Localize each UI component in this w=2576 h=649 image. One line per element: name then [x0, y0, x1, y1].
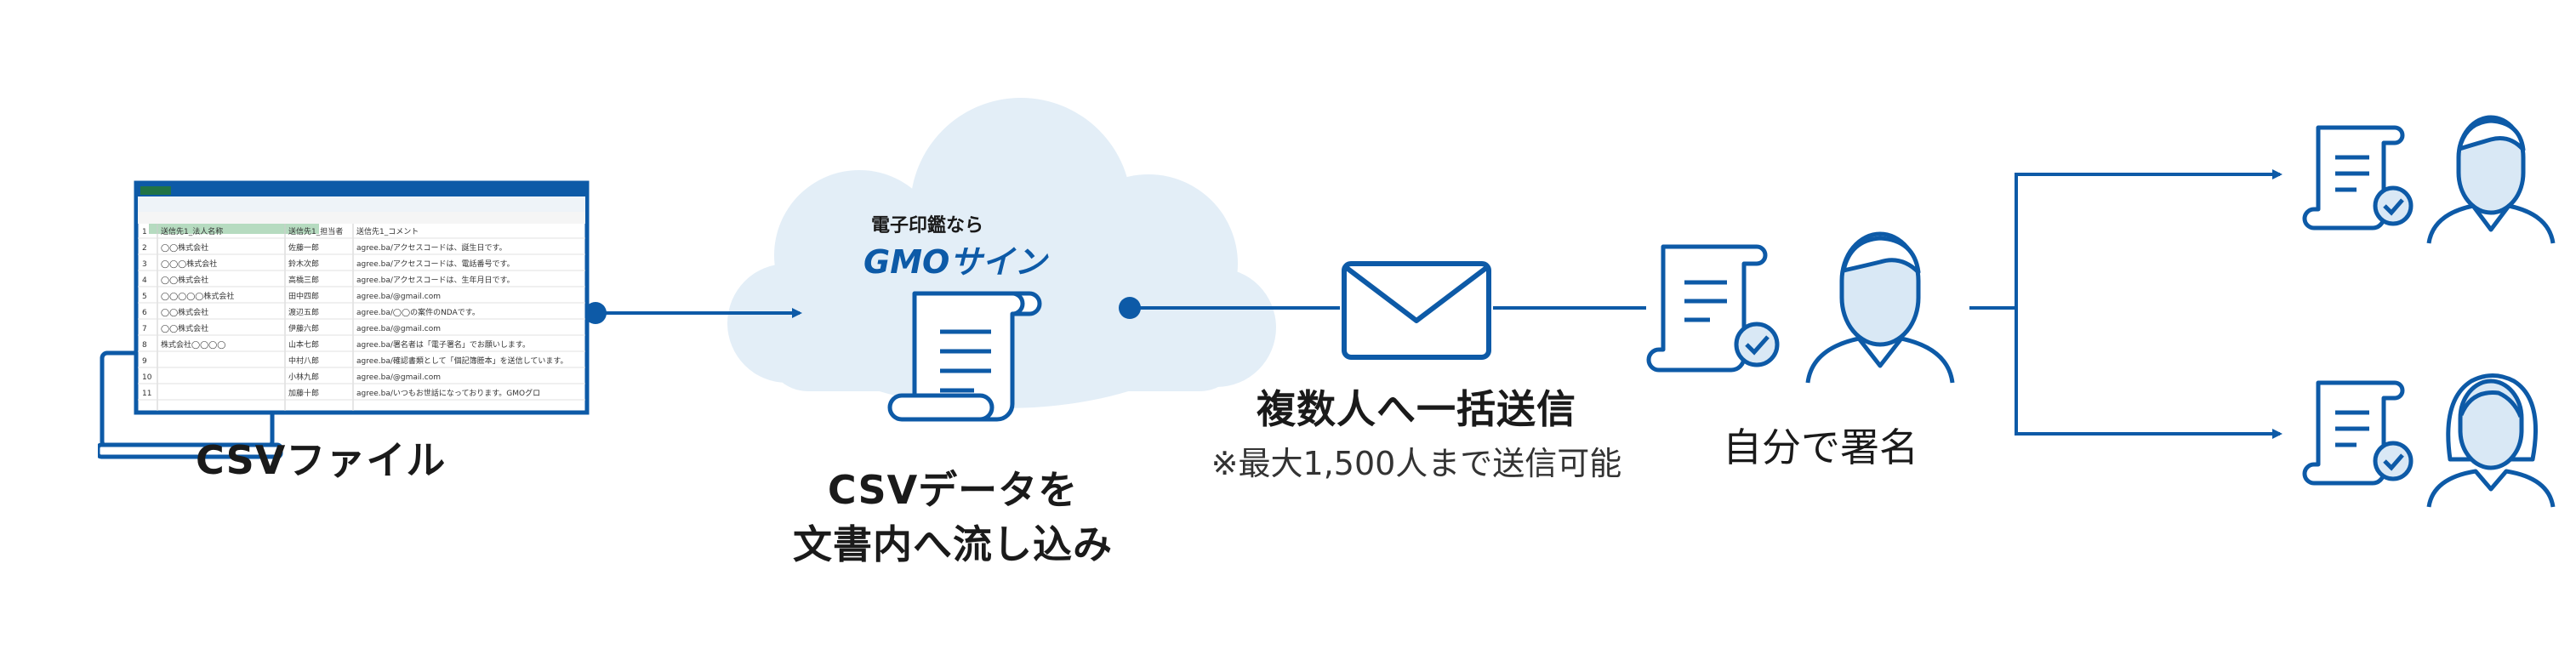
- sheet-cell: ◯◯◯◯◯株式会社: [161, 291, 234, 301]
- sheet-cell: 8: [142, 341, 147, 350]
- gmo-sign-logo: GMOサイン: [863, 243, 1047, 281]
- sheet-cell: 送信先1_担当者: [288, 226, 343, 236]
- sheet-cell: 小林九郎: [288, 372, 319, 382]
- sheet-cell: 鈴木次郎: [288, 259, 319, 269]
- sheet-cell: 高橋三郎: [288, 275, 319, 285]
- sheet-cell: agree.ba/アクセスコードは、誕生日です。: [356, 242, 507, 253]
- sheet-cell: 渡辺五郎: [288, 307, 319, 317]
- connector-dot: [584, 302, 607, 324]
- sheet-cell: agree.ba/◯◯の案件のNDAです。: [356, 307, 480, 317]
- service-caption-line1: CSVデータを: [827, 467, 1079, 513]
- envelope-icon: [1340, 259, 1493, 362]
- send-title: 複数人へ一括送信: [1257, 386, 1576, 432]
- self-sign-label: 自分で署名: [1723, 424, 1918, 470]
- male-recipient-icon: [2301, 111, 2556, 247]
- sheet-cell: 1: [142, 228, 147, 236]
- sheet-cell: agree.ba/@gmail.com: [356, 373, 441, 382]
- sheet-cell: agree.ba/いつもお世話になっております。GMOグロ: [356, 388, 540, 398]
- sheet-cell: agree.ba/アクセスコードは、電話番号です。: [356, 259, 515, 269]
- sheet-cell: agree.ba/確認書類として「個記簿謄本」を送信しています。: [356, 356, 568, 366]
- connector-dot: [1119, 297, 1141, 319]
- sheet-cell: 加藤十郎: [288, 388, 319, 398]
- sheet-cell: 7: [142, 325, 147, 333]
- sheet-cell: 送信先1_コメント: [356, 226, 419, 236]
- sheet-cell: 山本七郎: [288, 339, 319, 350]
- sheet-cell: 6: [142, 309, 147, 317]
- sheet-cell: ◯◯株式会社: [161, 242, 208, 253]
- sheet-cell: ◯◯株式会社: [161, 323, 208, 333]
- csv-file-label: CSVファイル: [196, 437, 447, 483]
- sheet-cell: 田中四郎: [288, 291, 319, 301]
- service-caption-line2: 文書内へ流し込み: [793, 521, 1113, 567]
- sheet-cell: 伊藤六郎: [288, 323, 319, 333]
- sheet-cell: agree.ba/@gmail.com: [356, 325, 441, 333]
- service-tagline: 電子印鑑なら: [870, 215, 983, 236]
- sheet-cell: 株式会社◯◯◯◯: [161, 339, 225, 350]
- sheet-cell: 9: [142, 357, 147, 366]
- sheet-cell: ◯◯株式会社: [161, 275, 208, 285]
- laptop-spreadsheet-icon: 1 送信先1_法人名称 送信先1_担当者 送信先1_コメント 2 ◯◯株式会社 佐藤一郎 ag…: [95, 180, 590, 459]
- sheet-cell: ◯◯株式会社: [161, 307, 208, 317]
- sheet-cell: 10: [142, 373, 152, 382]
- document-scroll-icon: [885, 285, 1046, 430]
- sheet-cell: 送信先1_法人名称: [161, 226, 223, 236]
- send-note: ※最大1,500人まで送信可能: [1211, 445, 1622, 482]
- sheet-cell: 佐藤一郎: [288, 242, 319, 253]
- sheet-cell: agree.ba/@gmail.com: [356, 293, 441, 301]
- sheet-cell: agree.ba/署名者は「電子署名」でお願いします。: [356, 339, 530, 350]
- sheet-cell: 5: [142, 293, 147, 301]
- csv-file-node: 1 送信先1_法人名称 送信先1_担当者 送信先1_コメント 2 ◯◯株式会社 佐藤一郎 ag…: [95, 174, 608, 464]
- sheet-cell: 11: [142, 390, 151, 398]
- sheet-cell: agree.ba/アクセスコードは、生年月日です。: [356, 275, 515, 285]
- sheet-cell: 2: [142, 244, 147, 253]
- sheet-grid: [157, 224, 354, 411]
- sheet-cell: 4: [142, 276, 147, 285]
- female-recipient-icon: [2301, 366, 2556, 510]
- person-signing-icon: [1646, 230, 1969, 387]
- sheet-cell: ◯◯◯株式会社: [161, 259, 217, 269]
- sheet-cell: 3: [142, 260, 147, 269]
- sheet-cell: 中村八郎: [288, 356, 319, 366]
